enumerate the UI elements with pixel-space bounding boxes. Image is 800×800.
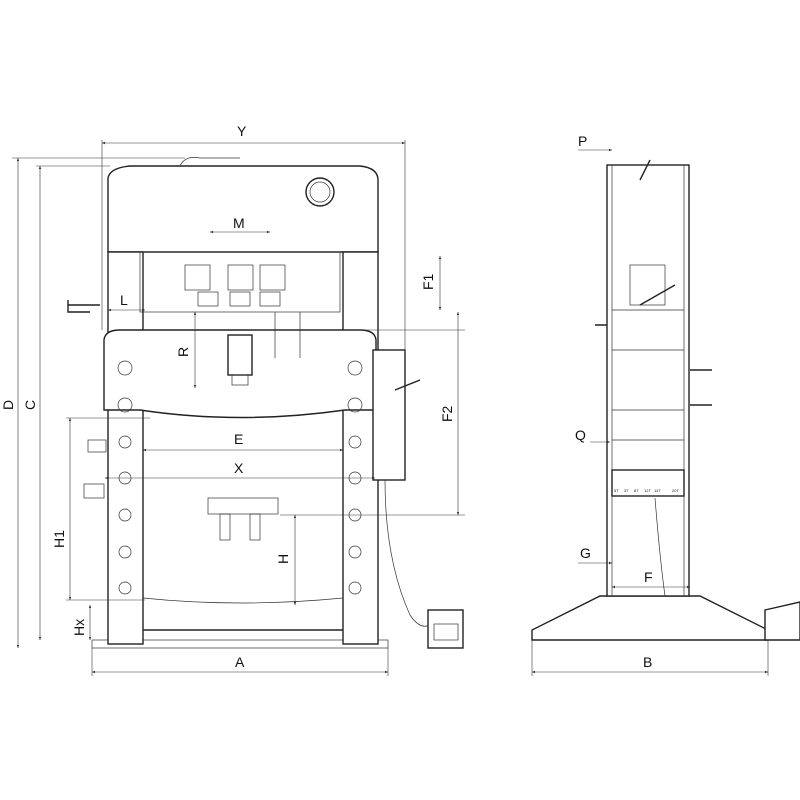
- base: [531, 595, 769, 641]
- dim-label-hx: Hx: [71, 619, 87, 636]
- dim-label-c: C: [22, 400, 38, 410]
- front-view: [67, 157, 464, 649]
- dim-label-g: G: [580, 545, 591, 561]
- dim-label-f: F: [644, 569, 653, 585]
- frame: [606, 164, 690, 597]
- tonnage-label: 8T: [634, 488, 639, 493]
- dim-label-m: M: [233, 215, 245, 231]
- tonnage-panel: [611, 469, 685, 497]
- dim-label-y: Y: [237, 123, 247, 139]
- dimension-lines: [12, 140, 769, 676]
- dim-label-f1: F1: [420, 273, 436, 290]
- press-plates: [207, 497, 279, 515]
- tonnage-label: 5T: [614, 488, 619, 493]
- dim-label-b: B: [643, 654, 652, 670]
- side-view: 5T 3T 8T 12T 14T 20T: [531, 159, 800, 641]
- dim-label-r: R: [175, 347, 191, 357]
- dim-label-e: E: [234, 431, 243, 447]
- tonnage-labels: 5T 3T 8T 12T 14T 20T: [614, 488, 679, 493]
- dim-label-f2: F2: [439, 405, 455, 422]
- tonnage-label: 14T: [654, 488, 661, 493]
- tonnage-label: 20T: [672, 488, 679, 493]
- dim-label-p: P: [578, 133, 587, 149]
- dim-label-q: Q: [575, 427, 586, 443]
- dim-label-h1: H1: [51, 530, 67, 548]
- top-crossbeam: [107, 165, 379, 253]
- dim-label-a: A: [235, 654, 245, 670]
- dim-label-d: D: [0, 400, 16, 410]
- dim-label-x: X: [234, 460, 244, 476]
- dim-label-h: H: [275, 554, 291, 564]
- dim-label-l: L: [120, 292, 128, 308]
- tonnage-label: 3T: [624, 488, 629, 493]
- ram: [227, 334, 253, 376]
- dimension-labels: Y M P F1 L R D C F2 E X Q H1 H G F Hx A …: [0, 123, 653, 670]
- tonnage-label: 12T: [644, 488, 651, 493]
- control-box: [372, 349, 406, 481]
